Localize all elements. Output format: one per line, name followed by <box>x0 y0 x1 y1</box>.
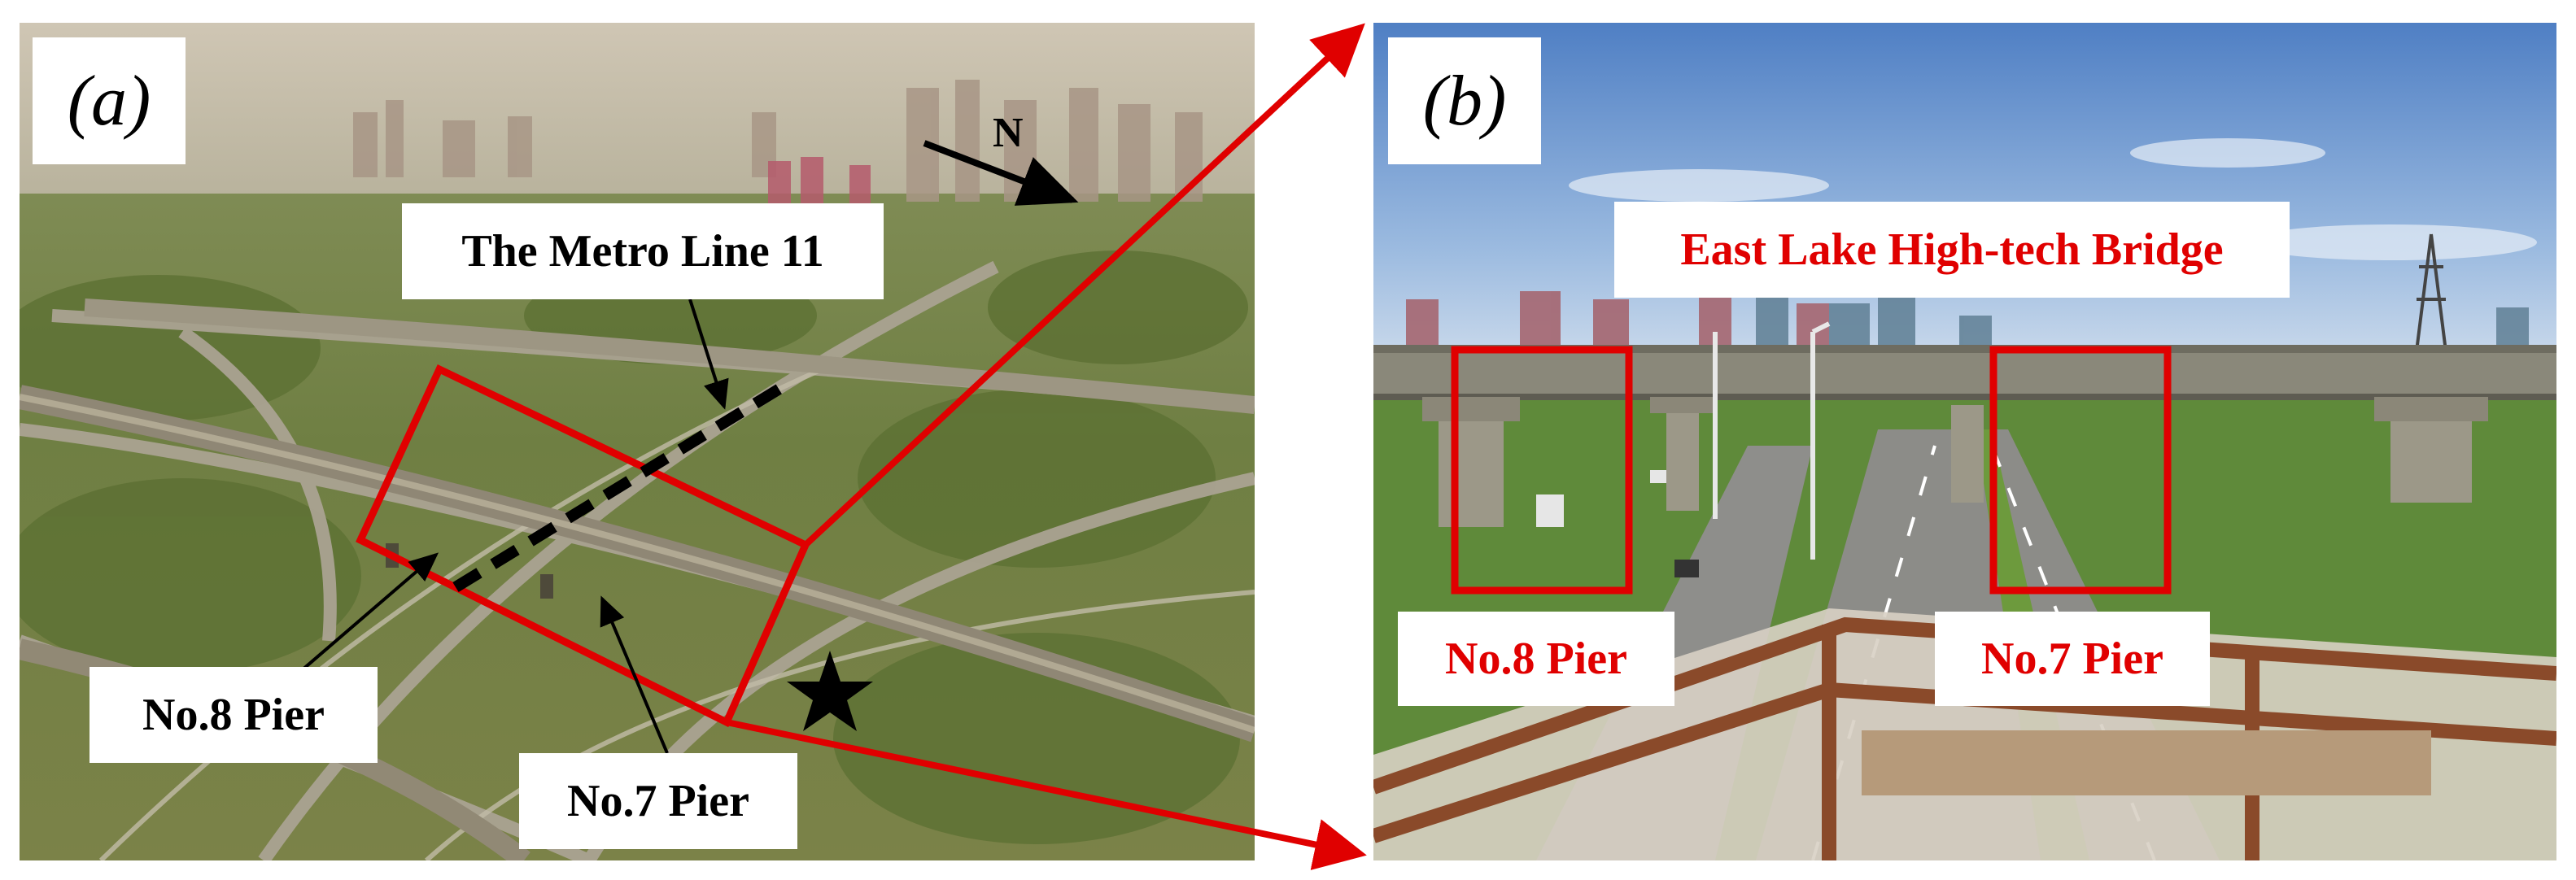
pier7-label-b: No.7 Pier <box>1935 612 2210 706</box>
bridge-photo-scene <box>1373 23 2556 860</box>
bridge-photo <box>1373 23 2556 860</box>
panel-a-label: (a) <box>33 37 186 164</box>
metro-line-label: The Metro Line 11 <box>402 203 884 299</box>
north-label: N <box>993 110 1024 156</box>
pier8-label-b: No.8 Pier <box>1398 612 1674 706</box>
panel-b-label: (b) <box>1388 37 1541 164</box>
pier8-label-a: No.8 Pier <box>90 667 378 763</box>
pier7-label-a: No.7 Pier <box>519 753 797 849</box>
bridge-name-label: East Lake High-tech Bridge <box>1614 202 2290 298</box>
